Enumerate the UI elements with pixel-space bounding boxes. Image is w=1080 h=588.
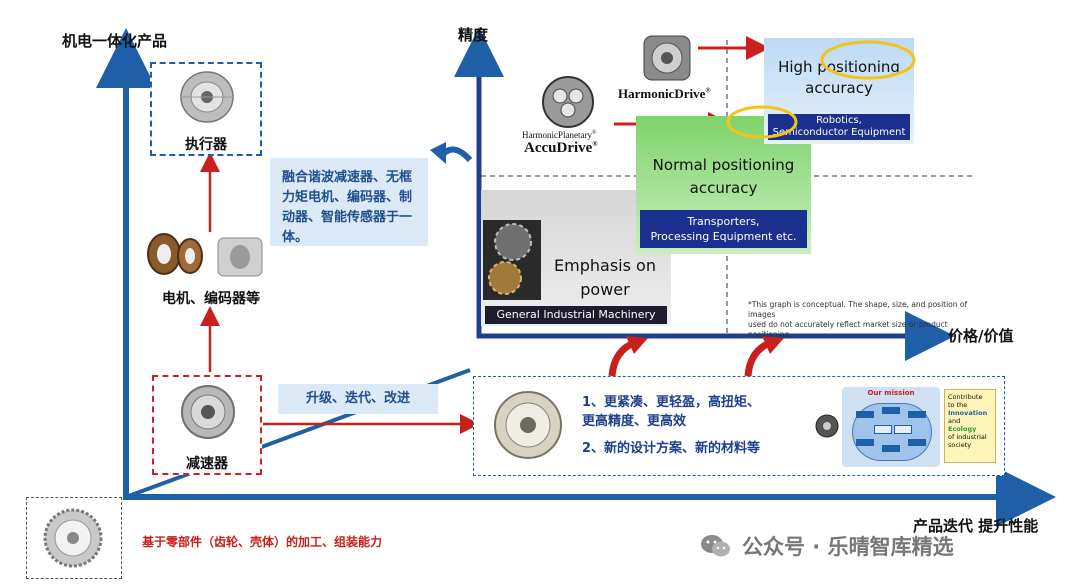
harmonic-planetary-brand-line1: HarmonicPlanetary® — [522, 130, 597, 140]
tier-high-title-1: High positioning — [778, 58, 900, 76]
upgrade-chip: 升级、迭代、改进 — [278, 384, 438, 414]
tier-high-title-2: accuracy — [805, 79, 873, 97]
tier-power-band: General Industrial Machinery — [485, 306, 667, 324]
harmonic-planetary-image — [542, 76, 594, 128]
integration-note: 融合谐波减速器、无框力矩电机、编码器、制动器、智能传感器于一体。 — [270, 158, 428, 246]
chart-footnote: *This graph is conceptual. The shape, si… — [748, 300, 968, 339]
reducer-image — [181, 385, 235, 439]
tier-normal-band: Transporters, Processing Equipment etc. — [640, 210, 807, 248]
motor-encoder-label: 电机、编码器等 — [162, 291, 260, 307]
actuator-box: 执行器 — [150, 62, 262, 156]
gear-image — [43, 508, 103, 568]
chart-y-axis-label: 精度 — [458, 26, 489, 44]
tier-power: Emphasis on power General Industrial Mac… — [481, 190, 671, 326]
wechat-footer: 公众号 · 乐晴智库精选 — [700, 530, 954, 562]
mission-side-text: Contribute to the Innovation and Ecology… — [944, 389, 996, 463]
mission-product-image — [815, 414, 839, 438]
improved-reducer-image — [494, 391, 562, 459]
industrial-gears-image — [483, 220, 541, 300]
tier-power-title-1: Emphasis on — [554, 256, 656, 275]
mission-diagram: Our mission — [842, 387, 940, 467]
improvement-line-3: 2、新的设计方案、新的材料等 — [582, 441, 761, 456]
improvement-line-2: 更高精度、更高效 — [582, 414, 687, 429]
bottom-x-axis-label: 产品迭代 提升性能 — [913, 517, 1039, 535]
tier-normal-title-2: accuracy — [689, 179, 758, 197]
reducer-box: 减速器 — [152, 375, 262, 475]
tier-normal-title-1: Normal positioning — [652, 156, 795, 174]
improvement-line-1: 1、更紧凑、更轻盈，高扭矩、 — [582, 395, 761, 410]
motor-encoder-image — [147, 233, 263, 277]
improvements-panel: 1、更紧凑、更轻盈，高扭矩、 更高精度、更高效 2、新的设计方案、新的材料等 O… — [473, 376, 1005, 476]
mission-title: Our mission — [867, 389, 915, 397]
wechat-icon — [701, 535, 730, 557]
actuator-label: 执行器 — [185, 137, 227, 153]
actuator-image — [180, 71, 234, 123]
harmonic-planetary-brand-line2: AccuDrive® — [524, 140, 598, 156]
tier-high-band: Robotics, Semiconductor Equipment — [768, 114, 910, 140]
base-gear-box — [26, 497, 122, 579]
highlight-ellipses — [726, 40, 916, 139]
reducer-label: 减速器 — [186, 456, 228, 472]
wechat-account-name: 公众号 · 乐晴智库精选 — [742, 535, 954, 559]
tier-high: High positioning accuracy Robotics, Semi… — [764, 38, 914, 144]
left-y-axis-label: 机电一体化产品 — [62, 32, 168, 50]
harmonic-drive-image — [643, 35, 691, 81]
tier-power-title-2: power — [580, 280, 630, 299]
harmonic-drive-brand: HarmonicDrive® — [618, 86, 711, 101]
mission-graphic: Our mission Contribute to the Innovation… — [814, 383, 1000, 469]
chart-x-axis-label: 价格/价值 — [948, 327, 1014, 345]
base-capability-label: 基于零部件（齿轮、壳体）的加工、组装能力 — [142, 535, 383, 549]
